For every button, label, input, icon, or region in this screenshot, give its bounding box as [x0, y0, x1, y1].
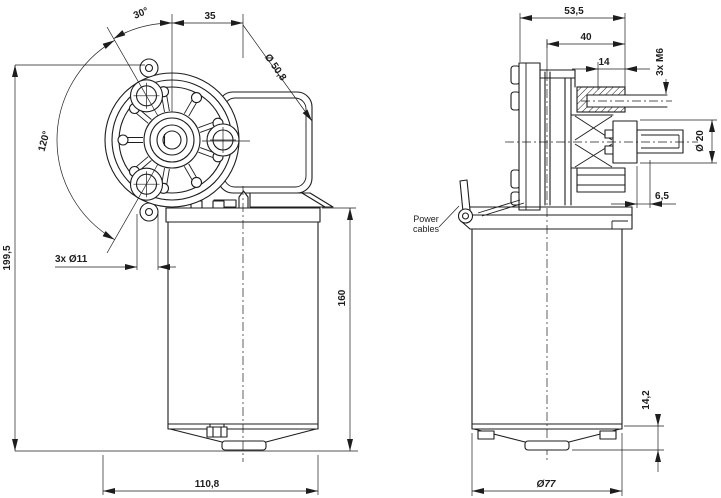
- dim-14-label: 14: [598, 57, 610, 68]
- rim-pods: [117, 86, 224, 194]
- power-cable: [457, 179, 474, 224]
- dim-14-2-label: 14,2: [641, 390, 652, 410]
- side-view: 53,5 40 14 3x M6 Ø 20 6,5: [413, 6, 717, 496]
- bolt-peg: [238, 190, 249, 209]
- mount-lug-top: [139, 58, 159, 78]
- output-shaft: [636, 129, 684, 154]
- dim-6-5-label: 6,5: [655, 191, 669, 202]
- gearbox-front: [104, 14, 334, 254]
- dim-53-5-label: 53,5: [564, 6, 584, 17]
- dim-3x-dia-11-label: 3x Ø11: [55, 254, 88, 265]
- dim-angle-120-label: 120°: [37, 130, 53, 153]
- motor-can-side: [471, 228, 623, 430]
- motor-body-front: [165, 186, 321, 462]
- motor-foot-front: [221, 440, 267, 451]
- lower-boss: [576, 167, 626, 193]
- dim-dia-20-label: Ø 20: [695, 130, 706, 152]
- dimensions-side: 53,5 40 14 3x M6 Ø 20 6,5: [413, 6, 717, 496]
- dim-40-label: 40: [580, 32, 592, 43]
- motor-body-side: [471, 228, 623, 451]
- dim-dia-77-label: Ø77: [537, 479, 556, 490]
- mount-boss-right: [206, 123, 240, 157]
- dim-3x-m6-label: 3x M6: [655, 48, 666, 76]
- dim-35-label: 35: [204, 11, 216, 22]
- dim-dia-50-8-label: Ø 50,8: [262, 52, 288, 83]
- dim-110-8-label: 110,8: [195, 479, 220, 490]
- cover-bolts: [510, 65, 521, 206]
- motor-can-front: [167, 221, 319, 430]
- worm-housing-ribs: [570, 114, 615, 169]
- mounting-plate: [518, 62, 541, 211]
- power-cables-label-line2: cables: [413, 224, 440, 234]
- front-view: 30° 35 Ø 50,8 120° 199,5 3x Ø11: [2, 6, 358, 495]
- gearbox-base-front: [249, 192, 334, 208]
- terminal-stud: [206, 423, 228, 438]
- dim-160-label: 160: [337, 289, 348, 306]
- dim-199-5-label: 199,5: [2, 245, 13, 270]
- mount-lug-bottom: [139, 202, 159, 222]
- motor-foot-side: [524, 440, 570, 451]
- gearbox-side: [457, 40, 698, 460]
- shaft-hub: [143, 111, 201, 169]
- power-cables-label-line1: Power: [413, 214, 439, 224]
- dim-angle-30-label: 30°: [132, 6, 150, 22]
